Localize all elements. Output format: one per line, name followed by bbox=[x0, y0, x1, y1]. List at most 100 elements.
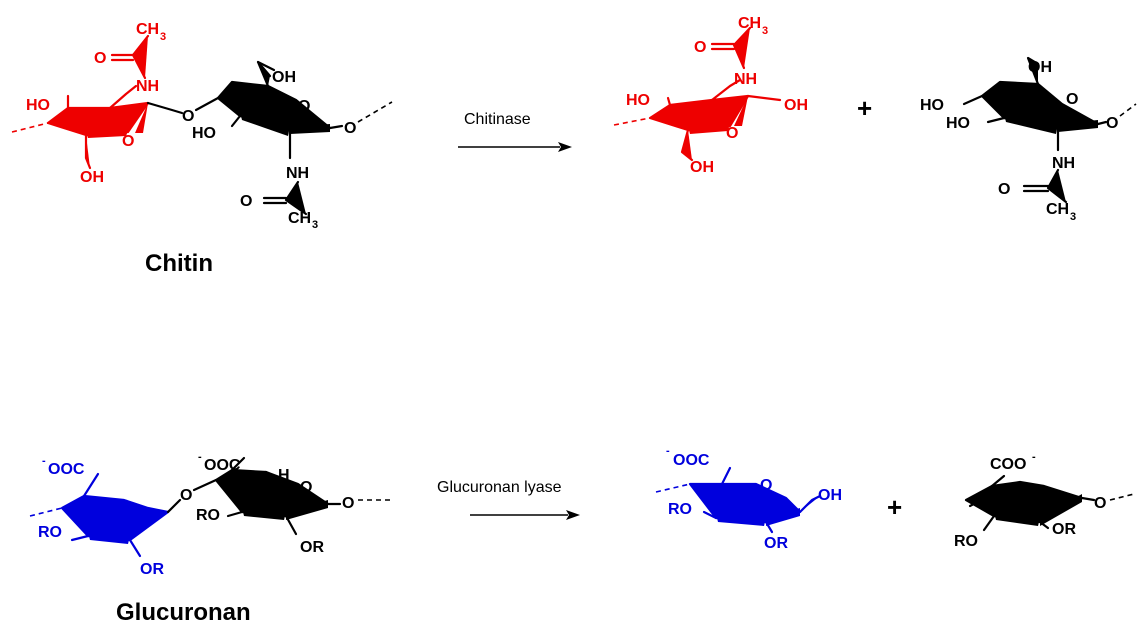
ch2oh-bond bbox=[680, 128, 694, 162]
ring-o-label: O bbox=[122, 133, 134, 150]
h-bond bbox=[264, 470, 284, 482]
ring-wedge-bond bbox=[240, 112, 290, 136]
ring-wedge-bond-2 bbox=[286, 500, 328, 520]
ch3-subscript: 3 bbox=[312, 219, 318, 231]
ho-label: HO bbox=[26, 97, 50, 114]
glucuronan-blue-unit: - OOC O RO OR bbox=[29, 455, 182, 578]
acetyl-bond bbox=[131, 34, 150, 80]
ho-label: HO bbox=[192, 125, 216, 142]
acetyl-bond bbox=[284, 180, 308, 216]
oh-label: OH bbox=[80, 169, 104, 186]
anomeric-oh-bond bbox=[746, 94, 782, 102]
nh-label: NH bbox=[1052, 155, 1075, 172]
chitin-black-unit: O OH HO O O NH O CH 3 bbox=[182, 60, 393, 231]
carbonyl-o-label: O bbox=[94, 50, 106, 67]
oh-label: OH bbox=[1028, 59, 1052, 76]
carbonyl-o-label: O bbox=[240, 193, 252, 210]
ho-bond bbox=[666, 96, 672, 107]
coo-bond bbox=[82, 472, 100, 498]
ch2oh-bond bbox=[84, 133, 92, 170]
anomeric-oh-label: OH bbox=[784, 97, 808, 114]
ring-o-label: O bbox=[298, 98, 310, 115]
nh-bond bbox=[108, 84, 138, 110]
chain-dash-bond bbox=[613, 117, 651, 126]
anomeric-wedge-bond bbox=[135, 103, 148, 133]
ring-o-label: O bbox=[726, 125, 738, 142]
ring-wedge-bond bbox=[86, 131, 128, 138]
ch3-label: CH bbox=[288, 210, 311, 227]
plus-sign: + bbox=[887, 492, 902, 522]
carboxylate-label: OOC bbox=[673, 452, 710, 469]
chain-o-label: O bbox=[1106, 115, 1118, 132]
ho-bond-2 bbox=[986, 116, 1006, 124]
carbonyl-o-label: O bbox=[694, 39, 706, 56]
ho-bond bbox=[230, 114, 242, 128]
carboxylate-charge: - bbox=[42, 455, 46, 467]
chain-o-label: O bbox=[1094, 495, 1106, 512]
chitinase-label: Chitinase bbox=[464, 111, 531, 128]
ring-o-label: O bbox=[134, 504, 146, 521]
or-label: OR bbox=[764, 535, 788, 552]
ro-label: RO bbox=[954, 533, 978, 550]
ro-bond bbox=[70, 534, 90, 542]
glycosidic-bond bbox=[146, 101, 184, 115]
chitin-product-red: CH 3 O NH HO OH O OH bbox=[613, 15, 808, 176]
nh-label: NH bbox=[286, 165, 309, 182]
or-bond bbox=[284, 514, 298, 536]
carboxylate-label: COO bbox=[990, 456, 1026, 473]
ring-wedge-bond bbox=[1004, 114, 1058, 134]
ro-label: RO bbox=[196, 507, 220, 524]
ring-o-label: O bbox=[1066, 91, 1078, 108]
arrow-head bbox=[566, 510, 580, 520]
ch2oh-bond bbox=[1026, 56, 1040, 86]
carboxylate-label: OOC bbox=[204, 457, 241, 474]
ho-label-2: HO bbox=[946, 115, 970, 132]
carboxylate-label: OOC bbox=[48, 461, 85, 478]
ring-o-label: O bbox=[760, 477, 772, 494]
alkene-double-bond bbox=[968, 490, 998, 508]
pyranose-ring bbox=[60, 494, 170, 542]
coo-bond bbox=[720, 466, 732, 486]
acetyl-bond bbox=[732, 26, 752, 70]
glucuronan-reaction: - OOC O RO OR O - OOC H O O RO OR bbox=[29, 445, 1135, 626]
carboxylate-charge: - bbox=[1032, 451, 1036, 463]
ro-label: RO bbox=[668, 501, 692, 518]
or-bond bbox=[128, 538, 142, 558]
glycosidic-bond bbox=[166, 498, 182, 514]
chain-dash-bond bbox=[1109, 493, 1135, 501]
ring-wedge-bond bbox=[242, 508, 286, 520]
glucuronan-product-black: COO - O O RO OR bbox=[954, 451, 1135, 550]
ch3-label: CH bbox=[738, 15, 761, 32]
carboxylate-charge: - bbox=[198, 451, 202, 463]
glucuronan-black-unit: O - OOC H O O RO OR bbox=[180, 451, 394, 556]
ring-wedge-bond bbox=[688, 123, 730, 134]
linking-o-label: O bbox=[182, 108, 194, 125]
o-c4-bond bbox=[192, 478, 218, 492]
ho-bond bbox=[962, 94, 984, 106]
chitin-product-black: OH HO HO O O NH O CH 3 bbox=[920, 56, 1137, 223]
glucuronan-title: Glucuronan bbox=[116, 599, 251, 626]
nh-label: NH bbox=[734, 71, 757, 88]
glucuronan-product-blue: - OOC O OH RO OR bbox=[655, 445, 842, 552]
ro-bond bbox=[702, 510, 718, 520]
ch3-label: CH bbox=[1046, 201, 1069, 218]
chain-dash-bond bbox=[29, 507, 63, 517]
or-bond bbox=[1038, 520, 1050, 530]
nh-bond bbox=[710, 78, 742, 102]
chitin-reaction: CH 3 O NH HO O OH O OH HO O bbox=[11, 15, 1137, 277]
chain-dash-bond bbox=[357, 101, 393, 123]
linking-o-label: O bbox=[180, 487, 192, 504]
ch3-subscript: 3 bbox=[1070, 211, 1076, 223]
ch3-subscript: 3 bbox=[160, 31, 166, 43]
pyranose-ring bbox=[46, 101, 150, 137]
ring-wedge-bond bbox=[88, 532, 130, 544]
carboxylate-charge: - bbox=[666, 445, 670, 457]
ro-bond bbox=[982, 514, 996, 532]
anomeric-wedge-bond bbox=[734, 96, 748, 126]
coo-bond bbox=[990, 474, 1006, 488]
oh-label: OH bbox=[818, 487, 842, 504]
chain-dash-bond bbox=[11, 122, 49, 133]
oh-bond bbox=[256, 60, 276, 72]
oh-bond bbox=[798, 494, 822, 514]
ring-wedge-bond-2 bbox=[1040, 494, 1082, 526]
